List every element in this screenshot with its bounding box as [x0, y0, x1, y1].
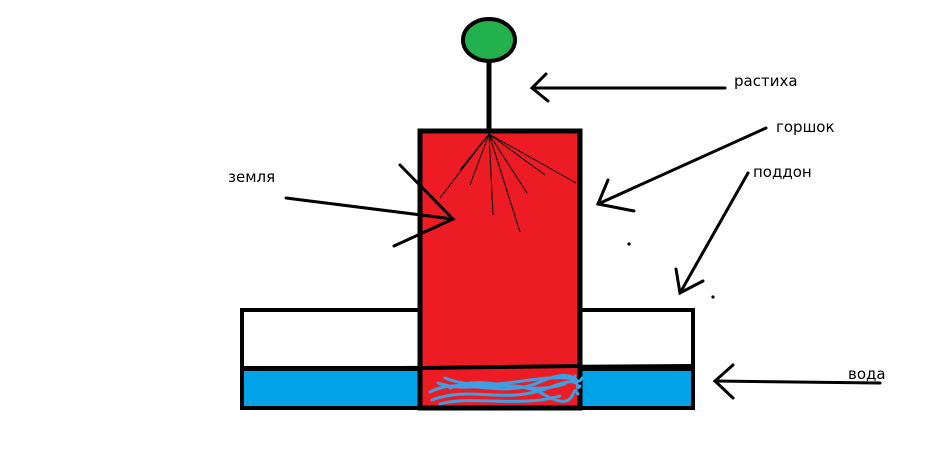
label-water: вода — [848, 365, 886, 383]
stray-dot — [711, 295, 715, 299]
pot-water-line — [419, 364, 581, 370]
soil-arrow — [284, 163, 456, 248]
stray-dot — [627, 242, 631, 246]
pot-body — [417, 128, 583, 411]
soil-roots — [439, 133, 577, 233]
pot-arrow — [595, 126, 768, 213]
plant-head — [461, 17, 517, 63]
water-arrow — [712, 363, 882, 400]
tray-arrow — [674, 171, 750, 296]
plant-arrow — [529, 72, 727, 103]
label-pot: горшок — [776, 118, 835, 136]
label-plant: растиха — [734, 72, 798, 90]
label-tray: поддон — [753, 163, 812, 181]
label-soil: земля — [228, 168, 275, 186]
water-roots — [428, 373, 584, 406]
